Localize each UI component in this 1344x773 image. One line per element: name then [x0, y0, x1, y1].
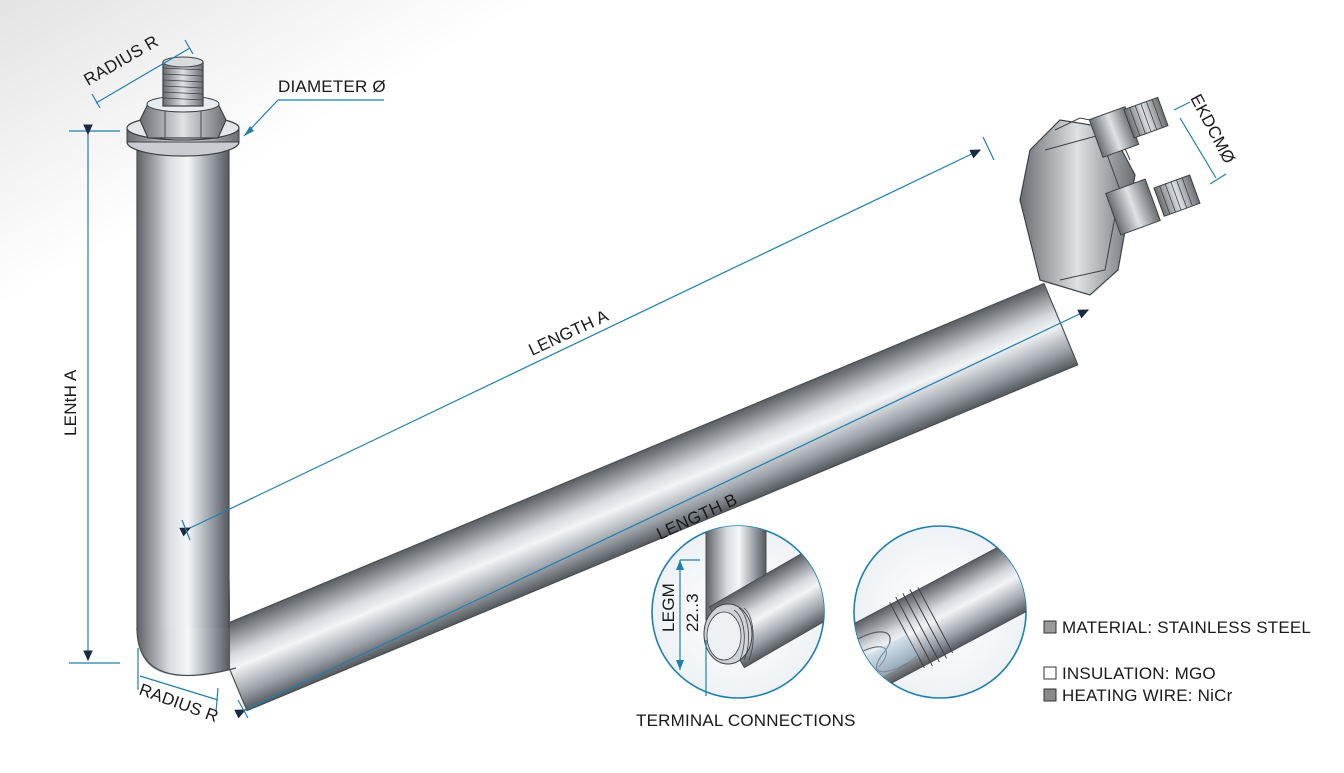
length-b-dim: [234, 309, 1090, 719]
detail-caption: TERMINAL CONNECTIONS: [636, 711, 856, 730]
legend-swatch: [1043, 688, 1057, 702]
diameter-label: DIAMETER Ø: [278, 77, 386, 96]
right-fitting: [1019, 96, 1201, 296]
legend-swatch: [1043, 620, 1057, 634]
legend: MATERIAL: STAINLESS STEEL INSULATION: MG…: [1043, 618, 1311, 705]
dimension-lines: [69, 39, 1227, 719]
legend-label: MATERIAL: STAINLESS STEEL: [1062, 618, 1311, 637]
legend-swatch: [1043, 666, 1057, 680]
detail-vertical-label: LEGM: [659, 583, 678, 632]
left-length-label: LENtH A: [61, 369, 80, 436]
radius-top-dim: [95, 47, 191, 104]
legend-item-insulation: INSULATION: MGO: [1043, 664, 1216, 683]
legend-item-material: MATERIAL: STAINLESS STEEL: [1043, 618, 1311, 637]
radius-bottom-dim: [139, 675, 219, 701]
legend-label: HEATING WIRE: NiCr: [1062, 686, 1233, 705]
terminal-dim: [1179, 117, 1217, 179]
top-fitting: [126, 56, 240, 157]
legend-label: INSULATION: MGO: [1062, 664, 1216, 683]
detail-vertical-value: 22..3: [683, 593, 702, 632]
legend-item-heating-wire: HEATING WIRE: NiCr: [1043, 686, 1233, 705]
